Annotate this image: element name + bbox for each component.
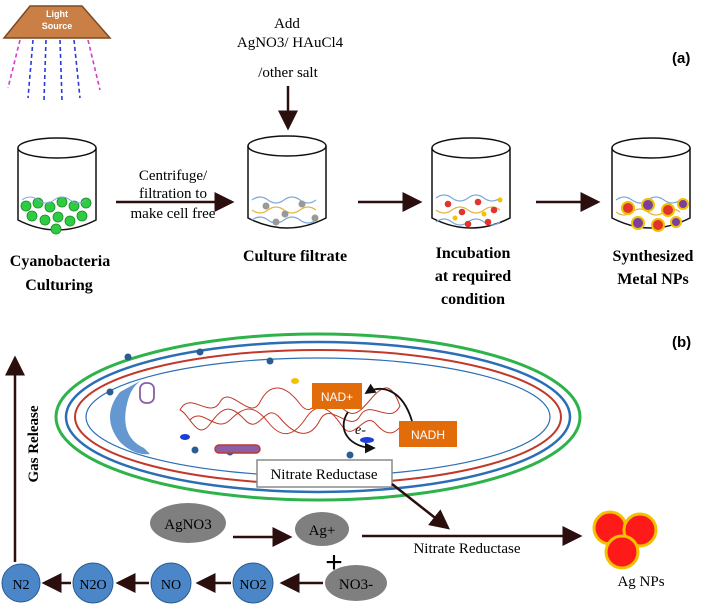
light-source-icon: Light Source (2, 5, 112, 101)
nad-plus-box (312, 383, 362, 409)
ag-plus-label: Ag+ (309, 523, 336, 539)
step3-label-2: at required (435, 268, 511, 285)
nadh-box (399, 421, 457, 447)
step1-label-2: Culturing (25, 277, 93, 294)
step4-label-2: Metal NPs (617, 271, 689, 288)
beaker-culturing (17, 137, 97, 235)
no-circle (150, 562, 192, 604)
step3-label-1: Incubation (436, 245, 511, 262)
centrifuge-label-1: Centrifuge/ (139, 168, 208, 184)
ag-plus-ellipse (295, 512, 349, 546)
gas-release-label: Gas Release (26, 405, 42, 482)
agno3-label: AgNO3 (164, 517, 212, 533)
light-source-label-2: Source (42, 21, 73, 31)
step4-label-1: Synthesized (613, 248, 694, 265)
centrifuge-label-3: make cell free (131, 206, 216, 222)
n2o-label: N2O (79, 578, 106, 593)
electron-label: e- (355, 423, 366, 438)
no3-label: NO3- (339, 577, 373, 593)
nadh-label: NADH (411, 428, 445, 442)
n2-label: N2 (12, 578, 29, 593)
nitrate-reductase-box-label: Nitrate Reductase (270, 467, 377, 483)
ag-nps-label: Ag NPs (617, 574, 664, 590)
agno3-ellipse (150, 503, 226, 543)
add-label-1: Add (274, 16, 300, 32)
n2o-circle (72, 562, 114, 604)
no2-circle (232, 562, 274, 604)
step2-label: Culture filtrate (243, 248, 347, 265)
panel-b-label: (b) (672, 334, 691, 351)
no2-label: NO2 (239, 578, 266, 593)
no-label: NO (161, 578, 181, 593)
step3-label-3: condition (441, 291, 505, 308)
light-source-label-1: Light (46, 9, 68, 19)
nitrate-reductase-arrow-down (391, 483, 450, 530)
add-label-3: /other salt (258, 65, 318, 81)
add-label-2: AgNO3/ HAuCl4 (237, 35, 344, 51)
nitrate-reductase-arrow-label: Nitrate Reductase (413, 541, 520, 557)
nad-cycle-arrow-bottom (342, 411, 376, 454)
step1-label-1: Cyanobacteria (10, 253, 110, 270)
beaker-culture-filtrate (247, 135, 327, 229)
ag-nps-cluster (592, 510, 658, 570)
nad-cycle-arrow-top (364, 383, 413, 422)
cyanobacteria-cell (54, 332, 582, 502)
beaker-synthesized (611, 137, 691, 232)
beaker-incubation (431, 137, 511, 229)
nad-plus-label: NAD+ (321, 390, 353, 404)
no3-ellipse (325, 565, 387, 601)
n2-circle (1, 563, 41, 603)
nitrate-reductase-box (256, 459, 393, 488)
centrifuge-label-2: filtration to (139, 186, 207, 202)
panel-a-label: (a) (672, 50, 690, 67)
